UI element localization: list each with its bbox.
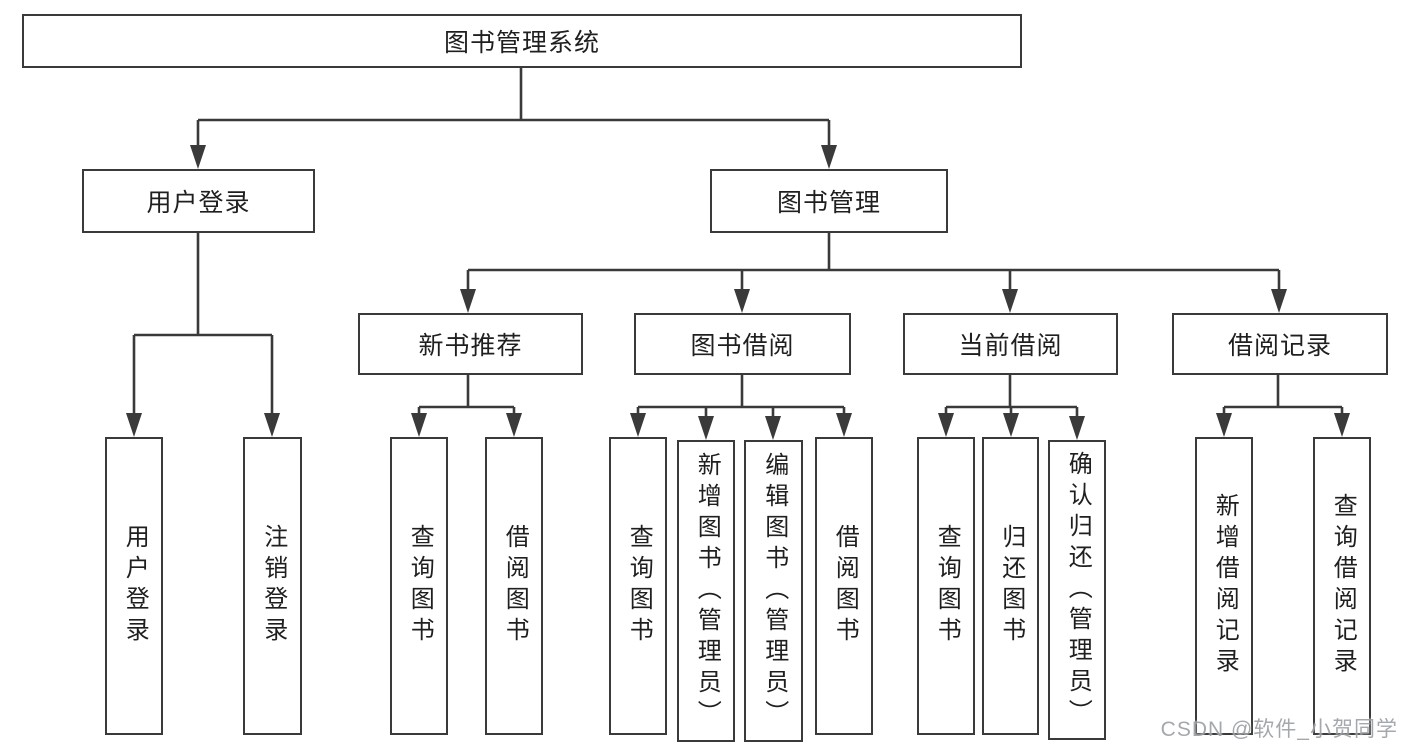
node-book-borrowing: 图书借阅 <box>634 313 851 375</box>
node-borrowing-records: 借阅记录 <box>1172 313 1388 375</box>
arrow-down-icon <box>1002 289 1018 313</box>
node-label: 查询图书 <box>406 524 434 648</box>
node-user-login: 用户登录 <box>82 169 315 233</box>
arrow-down-icon <box>765 416 781 440</box>
arrow-down-icon <box>734 289 750 313</box>
node-label: 查询图书 <box>933 524 961 648</box>
csdn-watermark: CSDN @软件_小贺同学 <box>1160 718 1398 741</box>
node-label: 确认归还（管理员） <box>1064 450 1092 730</box>
node-label: 图书借阅 <box>690 332 795 360</box>
node-label: 用户登录 <box>146 189 251 217</box>
node-return-books: 归还图书 <box>982 437 1039 735</box>
node-borrow-books-recommend: 借阅图书 <box>485 437 543 735</box>
node-label: 新书推荐 <box>418 332 523 360</box>
arrow-down-icon <box>698 416 714 440</box>
arrow-down-icon <box>190 145 206 169</box>
node-borrow-books: 借阅图书 <box>815 437 873 735</box>
connector-book-management-to-level3 <box>460 233 1287 313</box>
connector-root-to-level2 <box>190 68 837 169</box>
node-add-books-admin: 新增图书（管理员） <box>677 440 735 742</box>
arrow-down-icon <box>126 413 142 437</box>
node-label: 借阅图书 <box>501 524 529 648</box>
arrow-down-icon <box>938 413 954 437</box>
node-query-books-borrowing: 查询图书 <box>609 437 667 735</box>
node-book-management: 图书管理 <box>710 169 948 233</box>
node-label: 图书管理系统 <box>443 29 600 57</box>
node-confirm-return-admin: 确认归还（管理员） <box>1048 440 1106 740</box>
node-query-books-current: 查询图书 <box>917 437 975 735</box>
arrow-down-icon <box>821 145 837 169</box>
arrow-down-icon <box>1003 413 1019 437</box>
node-query-borrow-record: 查询借阅记录 <box>1313 437 1371 735</box>
arrow-down-icon <box>1271 289 1287 313</box>
connector-borrowing-records-to-children <box>1216 375 1350 437</box>
node-library-management-system: 图书管理系统 <box>22 14 1022 68</box>
arrow-down-icon <box>836 413 852 437</box>
arrow-down-icon <box>1334 413 1350 437</box>
node-new-book-recommend: 新书推荐 <box>358 313 583 375</box>
node-label: 借阅记录 <box>1227 332 1332 360</box>
arrow-down-icon <box>1216 413 1232 437</box>
connector-new-book-to-children <box>411 375 522 437</box>
connector-book-borrowing-to-children <box>630 375 852 440</box>
arrow-down-icon <box>630 413 646 437</box>
arrow-down-icon <box>506 413 522 437</box>
node-label: 借阅图书 <box>831 524 859 648</box>
node-label: 当前借阅 <box>958 332 1063 360</box>
node-label: 新增借阅记录 <box>1211 493 1239 679</box>
node-logout: 注销登录 <box>243 437 302 735</box>
node-label: 查询图书 <box>625 524 653 648</box>
connector-current-borrowing-to-children <box>938 375 1085 440</box>
node-edit-books-admin: 编辑图书（管理员） <box>744 440 803 742</box>
node-label: 编辑图书（管理员） <box>760 451 788 731</box>
node-label: 新增图书（管理员） <box>693 451 721 731</box>
arrow-down-icon <box>264 413 280 437</box>
node-query-books-recommend: 查询图书 <box>390 437 448 735</box>
node-label: 查询借阅记录 <box>1329 493 1357 679</box>
node-add-borrow-record: 新增借阅记录 <box>1195 437 1253 735</box>
node-user-login-leaf: 用户登录 <box>105 437 163 735</box>
arrow-down-icon <box>411 413 427 437</box>
arrow-down-icon <box>460 289 476 313</box>
node-label: 注销登录 <box>259 524 287 648</box>
node-label: 图书管理 <box>776 189 881 217</box>
connector-user-login-to-children <box>126 233 280 437</box>
node-label: 归还图书 <box>997 524 1025 648</box>
arrow-down-icon <box>1069 416 1085 440</box>
node-current-borrowing: 当前借阅 <box>903 313 1118 375</box>
node-label: 用户登录 <box>121 524 149 648</box>
